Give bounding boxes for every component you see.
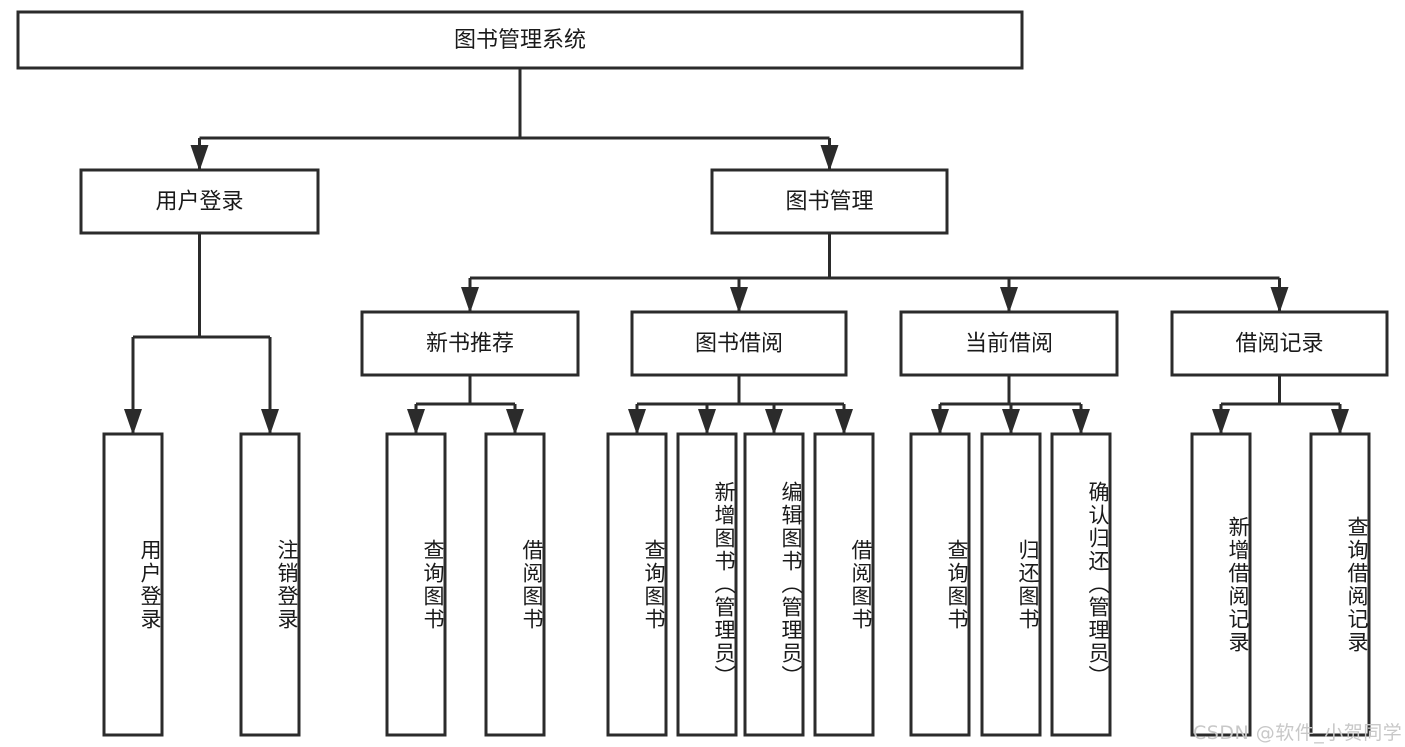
node-leaf-12[interactable] — [1309, 432, 1371, 737]
node-leaf-0[interactable] — [102, 432, 164, 737]
node-level3-3[interactable] — [1170, 310, 1389, 377]
node-level3-0[interactable] — [360, 310, 580, 377]
node-level3-1-label: 图书借阅 — [695, 332, 783, 357]
node-root-system-label: 图书管理系统 — [454, 28, 586, 53]
node-leaf-1[interactable] — [239, 432, 301, 737]
node-level3-3-label: 借阅记录 — [1235, 332, 1323, 357]
node-leaf-4[interactable] — [606, 432, 668, 737]
node-leaf-9[interactable] — [980, 432, 1042, 737]
node-leaf-2[interactable] — [385, 432, 447, 737]
connector-layer — [124, 68, 1349, 435]
node-level3-1[interactable] — [630, 310, 848, 377]
node-level2-1[interactable] — [710, 168, 949, 235]
node-level3-0-label: 新书推荐 — [426, 332, 514, 357]
node-level2-1-label: 图书管理 — [785, 190, 873, 215]
node-leaf-11[interactable] — [1190, 432, 1252, 737]
node-leaf-6[interactable] — [743, 432, 805, 737]
node-level3-2-label: 当前借阅 — [965, 332, 1053, 357]
node-leaf-7[interactable] — [813, 432, 875, 737]
node-leaf-5[interactable] — [676, 432, 738, 737]
node-level2-0[interactable] — [79, 168, 320, 235]
node-leaf-10[interactable] — [1050, 432, 1112, 737]
node-root-system[interactable] — [16, 10, 1024, 70]
node-leaf-8[interactable] — [909, 432, 971, 737]
box-layer — [16, 10, 1389, 737]
node-leaf-3[interactable] — [484, 432, 546, 737]
csdn-watermark: CSDN @软件_小贺同学 — [1193, 722, 1403, 744]
node-level2-0-label: 用户登录 — [155, 190, 243, 215]
node-level3-2[interactable] — [899, 310, 1119, 377]
